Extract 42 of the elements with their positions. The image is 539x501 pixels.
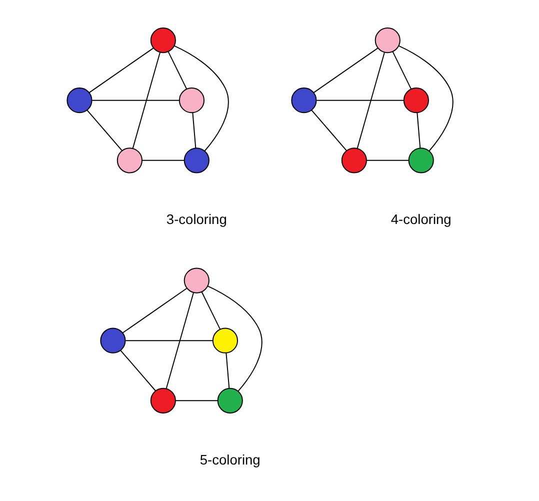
node-circle xyxy=(374,28,400,54)
node-circle xyxy=(216,388,242,414)
label: 5-coloring xyxy=(199,452,260,468)
connector xyxy=(124,340,213,342)
connector xyxy=(165,292,194,390)
node-circle xyxy=(66,88,92,114)
label: 3-coloring xyxy=(166,212,226,228)
connector xyxy=(88,48,154,94)
node-circle xyxy=(150,28,176,54)
connector xyxy=(167,51,187,90)
connector xyxy=(86,110,122,152)
connector xyxy=(141,160,184,161)
node-circle xyxy=(150,388,176,414)
node-circle xyxy=(402,88,428,114)
connector xyxy=(174,400,218,402)
connector xyxy=(416,112,420,148)
connector xyxy=(392,51,412,90)
connector xyxy=(206,286,262,392)
node-circle xyxy=(116,148,142,174)
node-circle xyxy=(100,328,126,354)
node-circle xyxy=(290,88,316,114)
label: 4-coloring xyxy=(390,212,451,228)
connector xyxy=(312,48,378,94)
connector xyxy=(192,112,196,148)
connector xyxy=(316,100,404,101)
connector xyxy=(356,52,384,149)
connector xyxy=(398,45,453,152)
node-circle xyxy=(340,148,366,174)
node-circle xyxy=(183,268,209,294)
connector xyxy=(132,52,160,149)
connector xyxy=(310,110,346,152)
node-circle xyxy=(183,148,209,174)
node-circle xyxy=(408,148,434,174)
connector xyxy=(366,160,409,161)
connector xyxy=(200,291,220,330)
connector xyxy=(122,288,187,334)
node-circle xyxy=(212,328,238,354)
connector xyxy=(173,45,228,152)
connector xyxy=(91,100,180,101)
connector xyxy=(225,352,230,389)
node-circle xyxy=(178,88,204,114)
connector xyxy=(120,350,156,392)
